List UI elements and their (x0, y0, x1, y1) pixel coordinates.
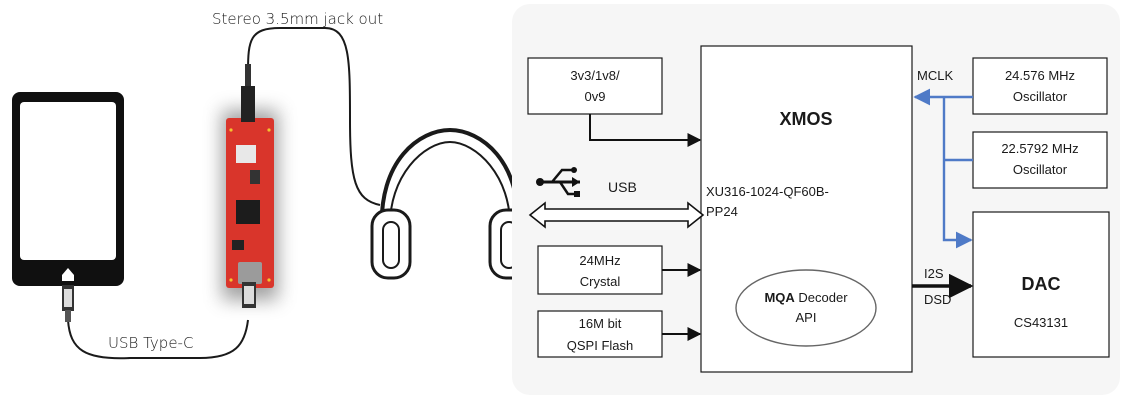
jack-out-label: Stereo 3.5mm jack out (212, 10, 383, 28)
svg-text:Oscillator: Oscillator (1013, 162, 1068, 177)
usb-label: USB (608, 179, 637, 195)
xmos-processor-box: XMOS XU316-1024-QF60B- PP24 MQA Decoder … (700, 45, 913, 373)
xmos-part-line-1: XU316-1024-QF60B- (706, 184, 829, 199)
mqa-api-label: API (796, 310, 817, 325)
svg-text:16M bit: 16M bit (579, 316, 622, 331)
svg-text:Oscillator: Oscillator (1013, 89, 1068, 104)
usb-bidirectional-arrow (528, 201, 705, 229)
crystal-box: 24MHz Crystal (537, 245, 663, 295)
svg-text:0v9: 0v9 (585, 89, 606, 104)
xmos-title: XMOS (779, 109, 832, 129)
headphones-icon (370, 127, 530, 280)
svg-text:Crystal: Crystal (580, 274, 621, 289)
block-diagram: 3v3/1v8/ 0v9 XMOS XU316-1024-QF60B- PP24… (512, 4, 1120, 395)
svg-text:24.576 MHz: 24.576 MHz (1005, 68, 1075, 83)
qspi-flash-box: 16M bit QSPI Flash (537, 310, 663, 358)
xmos-part-line-2: PP24 (706, 204, 738, 219)
oscillator-24576-box: 24.576 MHz Oscillator (972, 57, 1108, 115)
dsd-label: DSD (924, 292, 951, 307)
i2s-label: I2S (924, 266, 944, 281)
dac-title: DAC (1022, 274, 1061, 294)
usb-type-c-label: USB Type-C (108, 334, 193, 352)
audio-jack-plug-icon (241, 64, 255, 122)
smartphone-icon (12, 92, 124, 286)
dac-box: DAC CS43131 (972, 211, 1110, 358)
power-rails-box: 3v3/1v8/ 0v9 (527, 57, 663, 115)
mclk-label: MCLK (917, 68, 953, 83)
svg-text:3v3/1v8/: 3v3/1v8/ (570, 68, 620, 83)
clock-routing (913, 88, 973, 249)
audio-cable (247, 27, 381, 206)
mqa-decoder-ellipse (735, 269, 877, 347)
oscillator-225792-box: 22.5792 MHz Oscillator (972, 131, 1108, 189)
usb-symbol-icon (536, 167, 580, 197)
svg-text:24MHz: 24MHz (579, 253, 620, 268)
mqa-decoder-label: MQA Decoder (764, 290, 848, 305)
usb-cable (67, 319, 249, 360)
board-usb-plug-icon (242, 282, 256, 308)
hardware-illustration: Stereo 3.5mm jack out USB Type-C (12, 10, 530, 360)
dac-part: CS43131 (1014, 315, 1068, 330)
svg-text:QSPI Flash: QSPI Flash (567, 338, 633, 353)
power-arrow (589, 114, 702, 147)
usb-c-plug-icon (62, 285, 74, 322)
svg-text:22.5792 MHz: 22.5792 MHz (1001, 141, 1078, 156)
xmos-board-icon (222, 110, 278, 300)
